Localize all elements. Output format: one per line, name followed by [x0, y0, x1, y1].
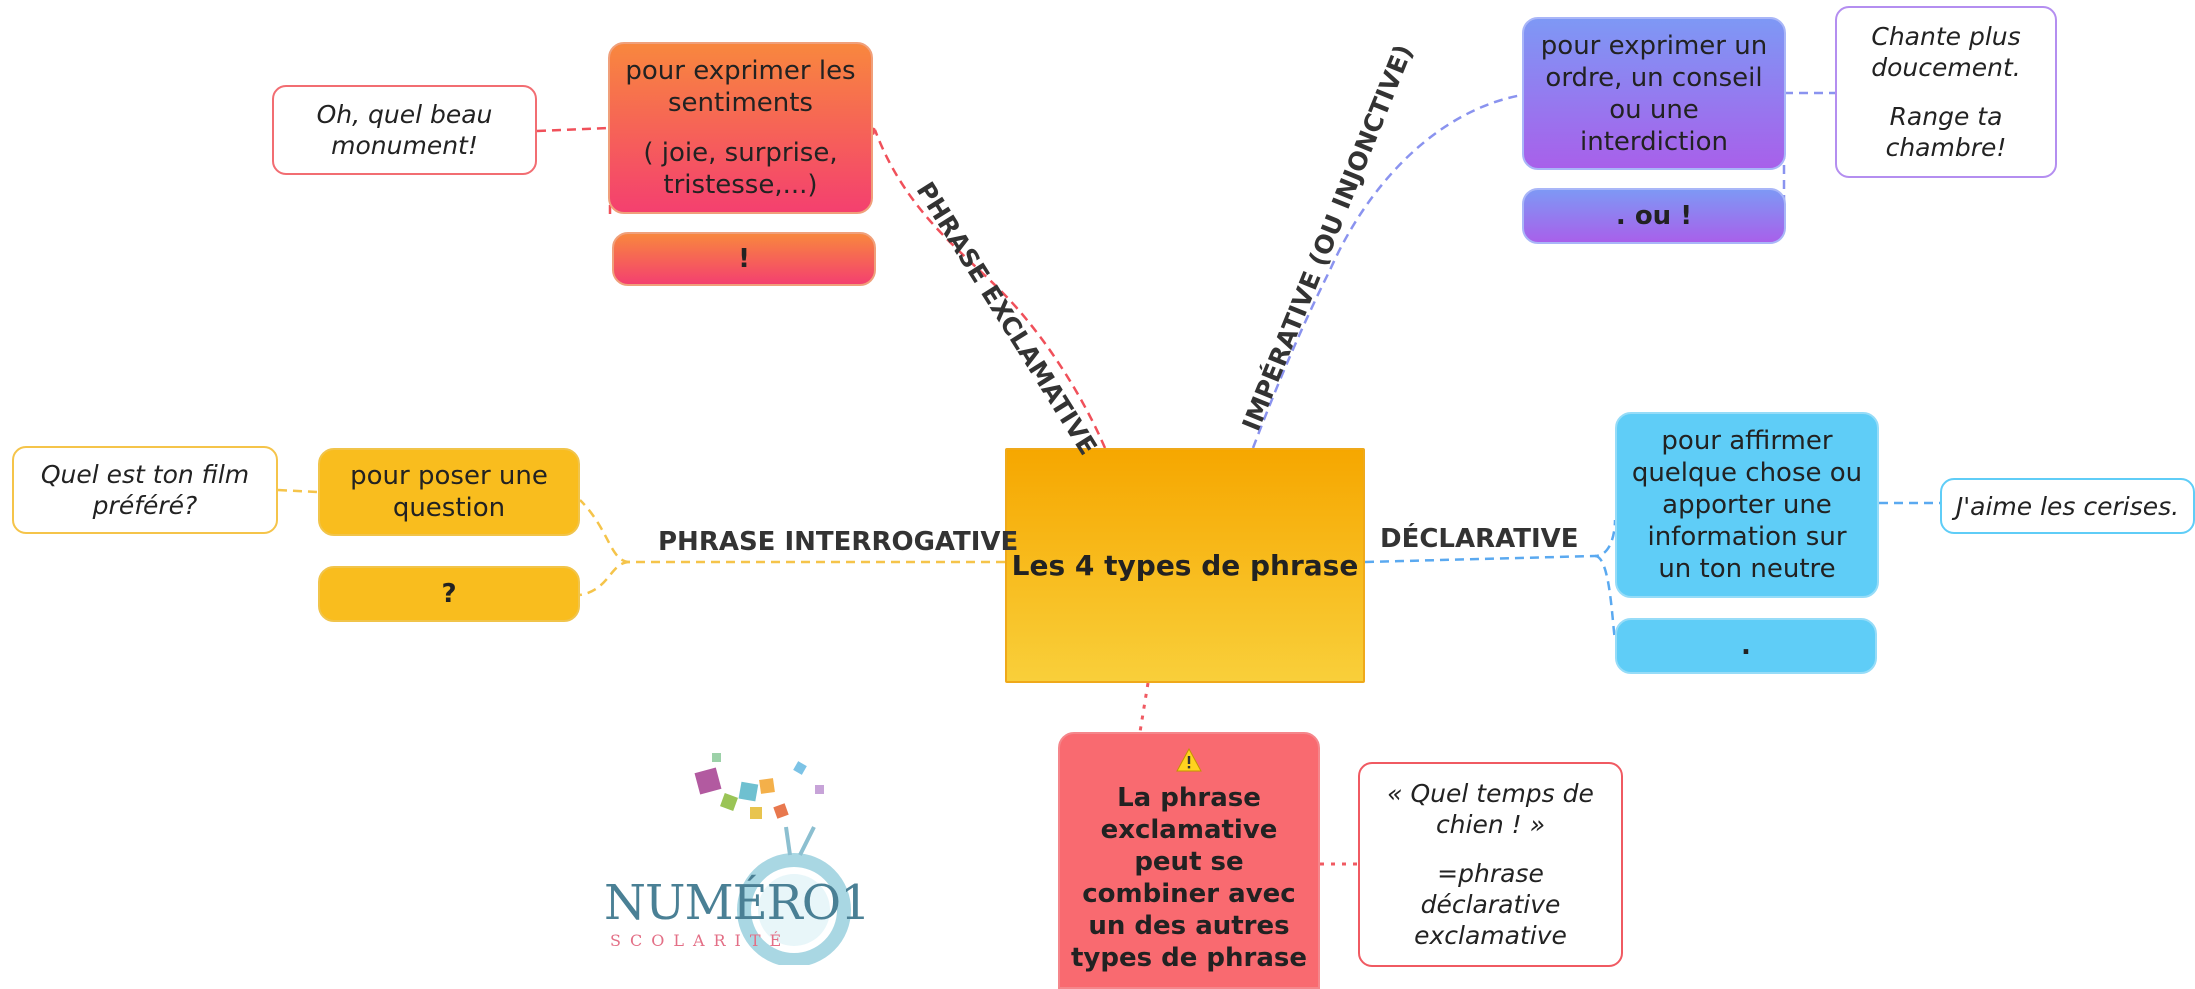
logo: NUMÉRO1 SCOLARITÉ	[600, 735, 890, 965]
logo-subtitle: SCOLARITÉ	[610, 931, 791, 950]
exclamative-purpose-examples: ( joie, surprise, tristesse,...)	[643, 138, 838, 200]
logo-graphic	[694, 753, 851, 965]
connector-declarative-punct	[1594, 554, 1617, 641]
interrogative-example-node[interactable]: Quel est ton film préféré?	[12, 446, 278, 534]
declarative-punctuation-node[interactable]: .	[1615, 618, 1877, 674]
exclamative-purpose-node[interactable]: pour exprimer les sentiments ( joie, sur…	[608, 42, 873, 214]
logo-title: NUMÉRO1	[604, 875, 871, 931]
note-node[interactable]: La phrase exclamative peut se combiner a…	[1058, 732, 1320, 989]
connector-interrogative-example	[277, 488, 319, 494]
imperative-example-node[interactable]: Chante plus doucement. Range ta chambre!	[1835, 6, 2057, 178]
warning-icon	[1176, 747, 1202, 771]
connector-exclamative-example	[536, 126, 611, 133]
note-example-line2: =phrase déclarative exclamative	[1414, 859, 1567, 950]
imperative-example-line1: Chante plus doucement.	[1871, 22, 2021, 82]
interrogative-purpose-node[interactable]: pour poser une question	[318, 448, 580, 536]
imperative-purpose-node[interactable]: pour exprimer un ordre, un conseil ou un…	[1522, 17, 1786, 170]
note-text: La phrase exclamative peut se combiner a…	[1070, 782, 1308, 973]
branch-label-declarative: DÉCLARATIVE	[1380, 524, 1579, 554]
exclamative-punctuation-node[interactable]: !	[612, 232, 876, 286]
note-example-node[interactable]: « Quel temps de chien ! » =phrase déclar…	[1358, 762, 1623, 967]
central-topic[interactable]: Les 4 types de phrase	[1005, 448, 1365, 683]
connector-interrogative-punct	[579, 560, 631, 597]
connector-note	[1138, 682, 1150, 733]
note-example-line1: « Quel temps de chien ! »	[1387, 779, 1594, 839]
exclamative-example-node[interactable]: Oh, quel beau monument!	[272, 85, 537, 175]
connector-exclamative	[873, 129, 1107, 449]
connector-imperative	[1251, 93, 1523, 449]
interrogative-punctuation-node[interactable]: ?	[318, 566, 580, 622]
imperative-punctuation-node[interactable]: . ou !	[1522, 188, 1786, 244]
declarative-example-node[interactable]: J'aime les cerises.	[1940, 478, 2195, 534]
exclamative-purpose-text: pour exprimer les sentiments	[625, 56, 856, 118]
declarative-purpose-node[interactable]: pour affirmer quelque chose ou apporter …	[1615, 412, 1879, 598]
imperative-example-line2: Range ta chambre!	[1885, 102, 2007, 162]
branch-label-interrogative: PHRASE INTERROGATIVE	[658, 527, 1019, 557]
